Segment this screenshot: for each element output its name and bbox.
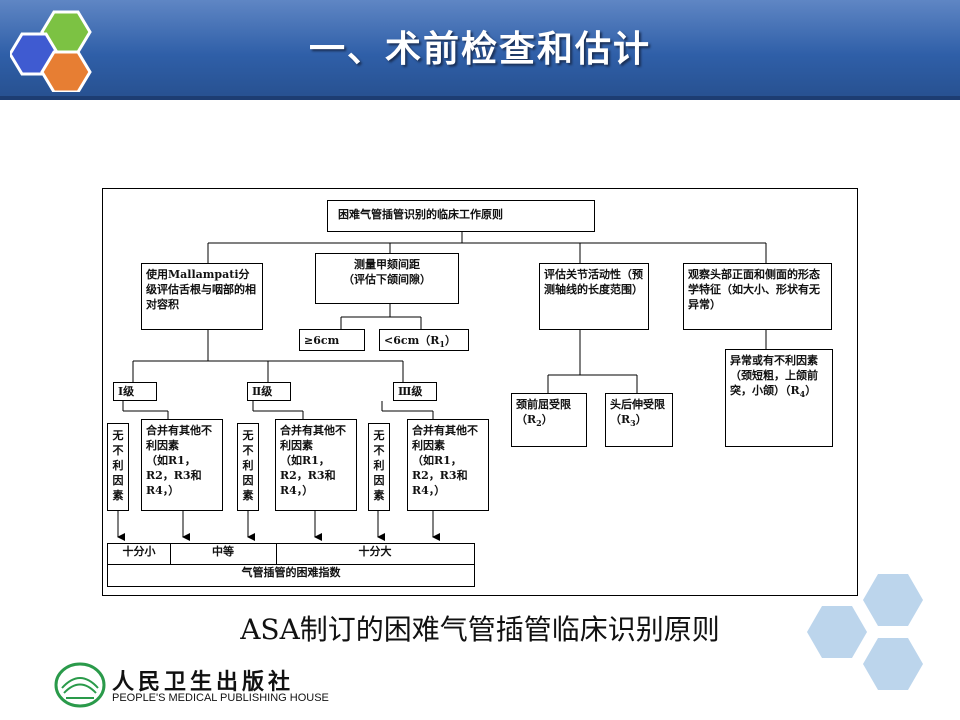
- grade-3-box: Ⅲ级: [393, 382, 437, 401]
- no-factor-label: 无不利因素: [242, 429, 254, 502]
- thyromental-subtitle: （评估下颌间隙）: [343, 273, 431, 286]
- flowchart-connectors: [117, 231, 767, 541]
- combined-examples: （如R1，R2，R3和R4，）: [280, 454, 336, 497]
- ge-6cm-box: ≥6cm: [299, 329, 365, 351]
- grade-1-box: Ⅰ级: [113, 382, 157, 401]
- no-factor-box-2: 无不利因素: [237, 423, 259, 511]
- lt-6cm-label: <6cm（R1）: [384, 334, 456, 350]
- difficulty-large-label: 十分大: [358, 545, 392, 558]
- no-factor-label: 无不利因素: [112, 429, 124, 502]
- abnormal-label: 异常或有不利因素（颈短粗，上颌前突，小颌）（R4）: [730, 354, 818, 400]
- combined-label: 合并有其他不利因素: [412, 424, 478, 452]
- ge-6cm-label: ≥6cm: [304, 334, 340, 347]
- head-morphology-label: 观察头部正面和侧面的形态学特征（如大小、形状有无异常）: [688, 268, 820, 311]
- figure-caption: ASA制订的困难气管插管临床识别原则: [240, 613, 720, 646]
- title-bar: [0, 0, 960, 100]
- publisher-logo-icon: [54, 662, 106, 708]
- head-extension-label: 头后伸受限（R3）: [610, 398, 665, 429]
- combined-label: 合并有其他不利因素: [280, 424, 346, 452]
- mallampati-label: 使用Mallampati分级评估舌根与咽部的相对容积: [146, 268, 256, 311]
- root-label: 困难气管插管识别的临床工作原则: [338, 208, 503, 221]
- no-factor-box-3: 无不利因素: [368, 423, 390, 511]
- difficulty-index-cell: 气管插管的困难指数: [108, 565, 474, 585]
- difficulty-index-label: 气管插管的困难指数: [241, 566, 341, 579]
- grade-2-label: Ⅱ级: [252, 385, 273, 398]
- thyromental-box: 测量甲颏间距 （评估下颌间隙）: [315, 253, 459, 304]
- combined-box-3: 合并有其他不利因素 （如R1，R2，R3和R4，）: [407, 419, 489, 511]
- lt-6cm-box: <6cm（R1）: [379, 329, 469, 351]
- combined-box-2: 合并有其他不利因素 （如R1，R2，R3和R4，）: [275, 419, 357, 511]
- combined-examples: （如R1，R2，R3和R4，）: [146, 454, 202, 497]
- difficulty-medium-label: 中等: [212, 545, 234, 558]
- head-extension-box: 头后伸受限（R3）: [605, 393, 673, 447]
- grade-1-label: Ⅰ级: [118, 385, 135, 398]
- page-title: 一、术前检查和估计: [308, 29, 651, 70]
- no-factor-box-1: 无不利因素: [107, 423, 129, 511]
- publisher-name-en: PEOPLE'S MEDICAL PUBLISHING HOUSE: [112, 692, 329, 704]
- joint-mobility-label: 评估关节活动性（预测轴线的长度范围）: [544, 268, 643, 296]
- mallampati-box: 使用Mallampati分级评估舌根与咽部的相对容积: [141, 263, 263, 330]
- title-bar-border: [0, 96, 960, 100]
- combined-label: 合并有其他不利因素: [146, 424, 212, 452]
- difficulty-scale: 十分小 中等 十分大 气管插管的困难指数: [107, 543, 475, 587]
- neck-flexion-box: 颈前屈受限（R2）: [511, 393, 587, 447]
- no-factor-label: 无不利因素: [373, 429, 385, 502]
- publisher-name-cn: 人民卫生出版社: [112, 669, 295, 695]
- abnormal-box: 异常或有不利因素（颈短粗，上颌前突，小颌）（R4）: [725, 349, 833, 447]
- difficulty-medium-cell: 中等: [170, 544, 277, 565]
- difficulty-small-cell: 十分小: [108, 544, 171, 565]
- head-morphology-box: 观察头部正面和侧面的形态学特征（如大小、形状有无异常）: [683, 263, 832, 330]
- flowchart-frame: 困难气管插管识别的临床工作原则 使用Mallampati分级评估舌根与咽部的相对…: [102, 188, 858, 596]
- joint-mobility-box: 评估关节活动性（预测轴线的长度范围）: [539, 263, 649, 330]
- neck-flexion-label: 颈前屈受限（R2）: [516, 398, 571, 429]
- grade-2-box: Ⅱ级: [247, 382, 291, 401]
- difficulty-large-cell: 十分大: [276, 544, 474, 565]
- combined-box-1: 合并有其他不利因素 （如R1，R2，R3和R4，）: [141, 419, 223, 511]
- hexagon-logo-icon: [10, 10, 92, 92]
- combined-examples: （如R1，R2，R3和R4，）: [412, 454, 468, 497]
- thyromental-title: 测量甲颏间距: [354, 258, 420, 271]
- root-box: 困难气管插管识别的临床工作原则: [327, 200, 595, 232]
- decorative-hexagons-icon: [807, 574, 923, 690]
- grade-3-label: Ⅲ级: [398, 385, 423, 398]
- difficulty-small-label: 十分小: [122, 545, 156, 558]
